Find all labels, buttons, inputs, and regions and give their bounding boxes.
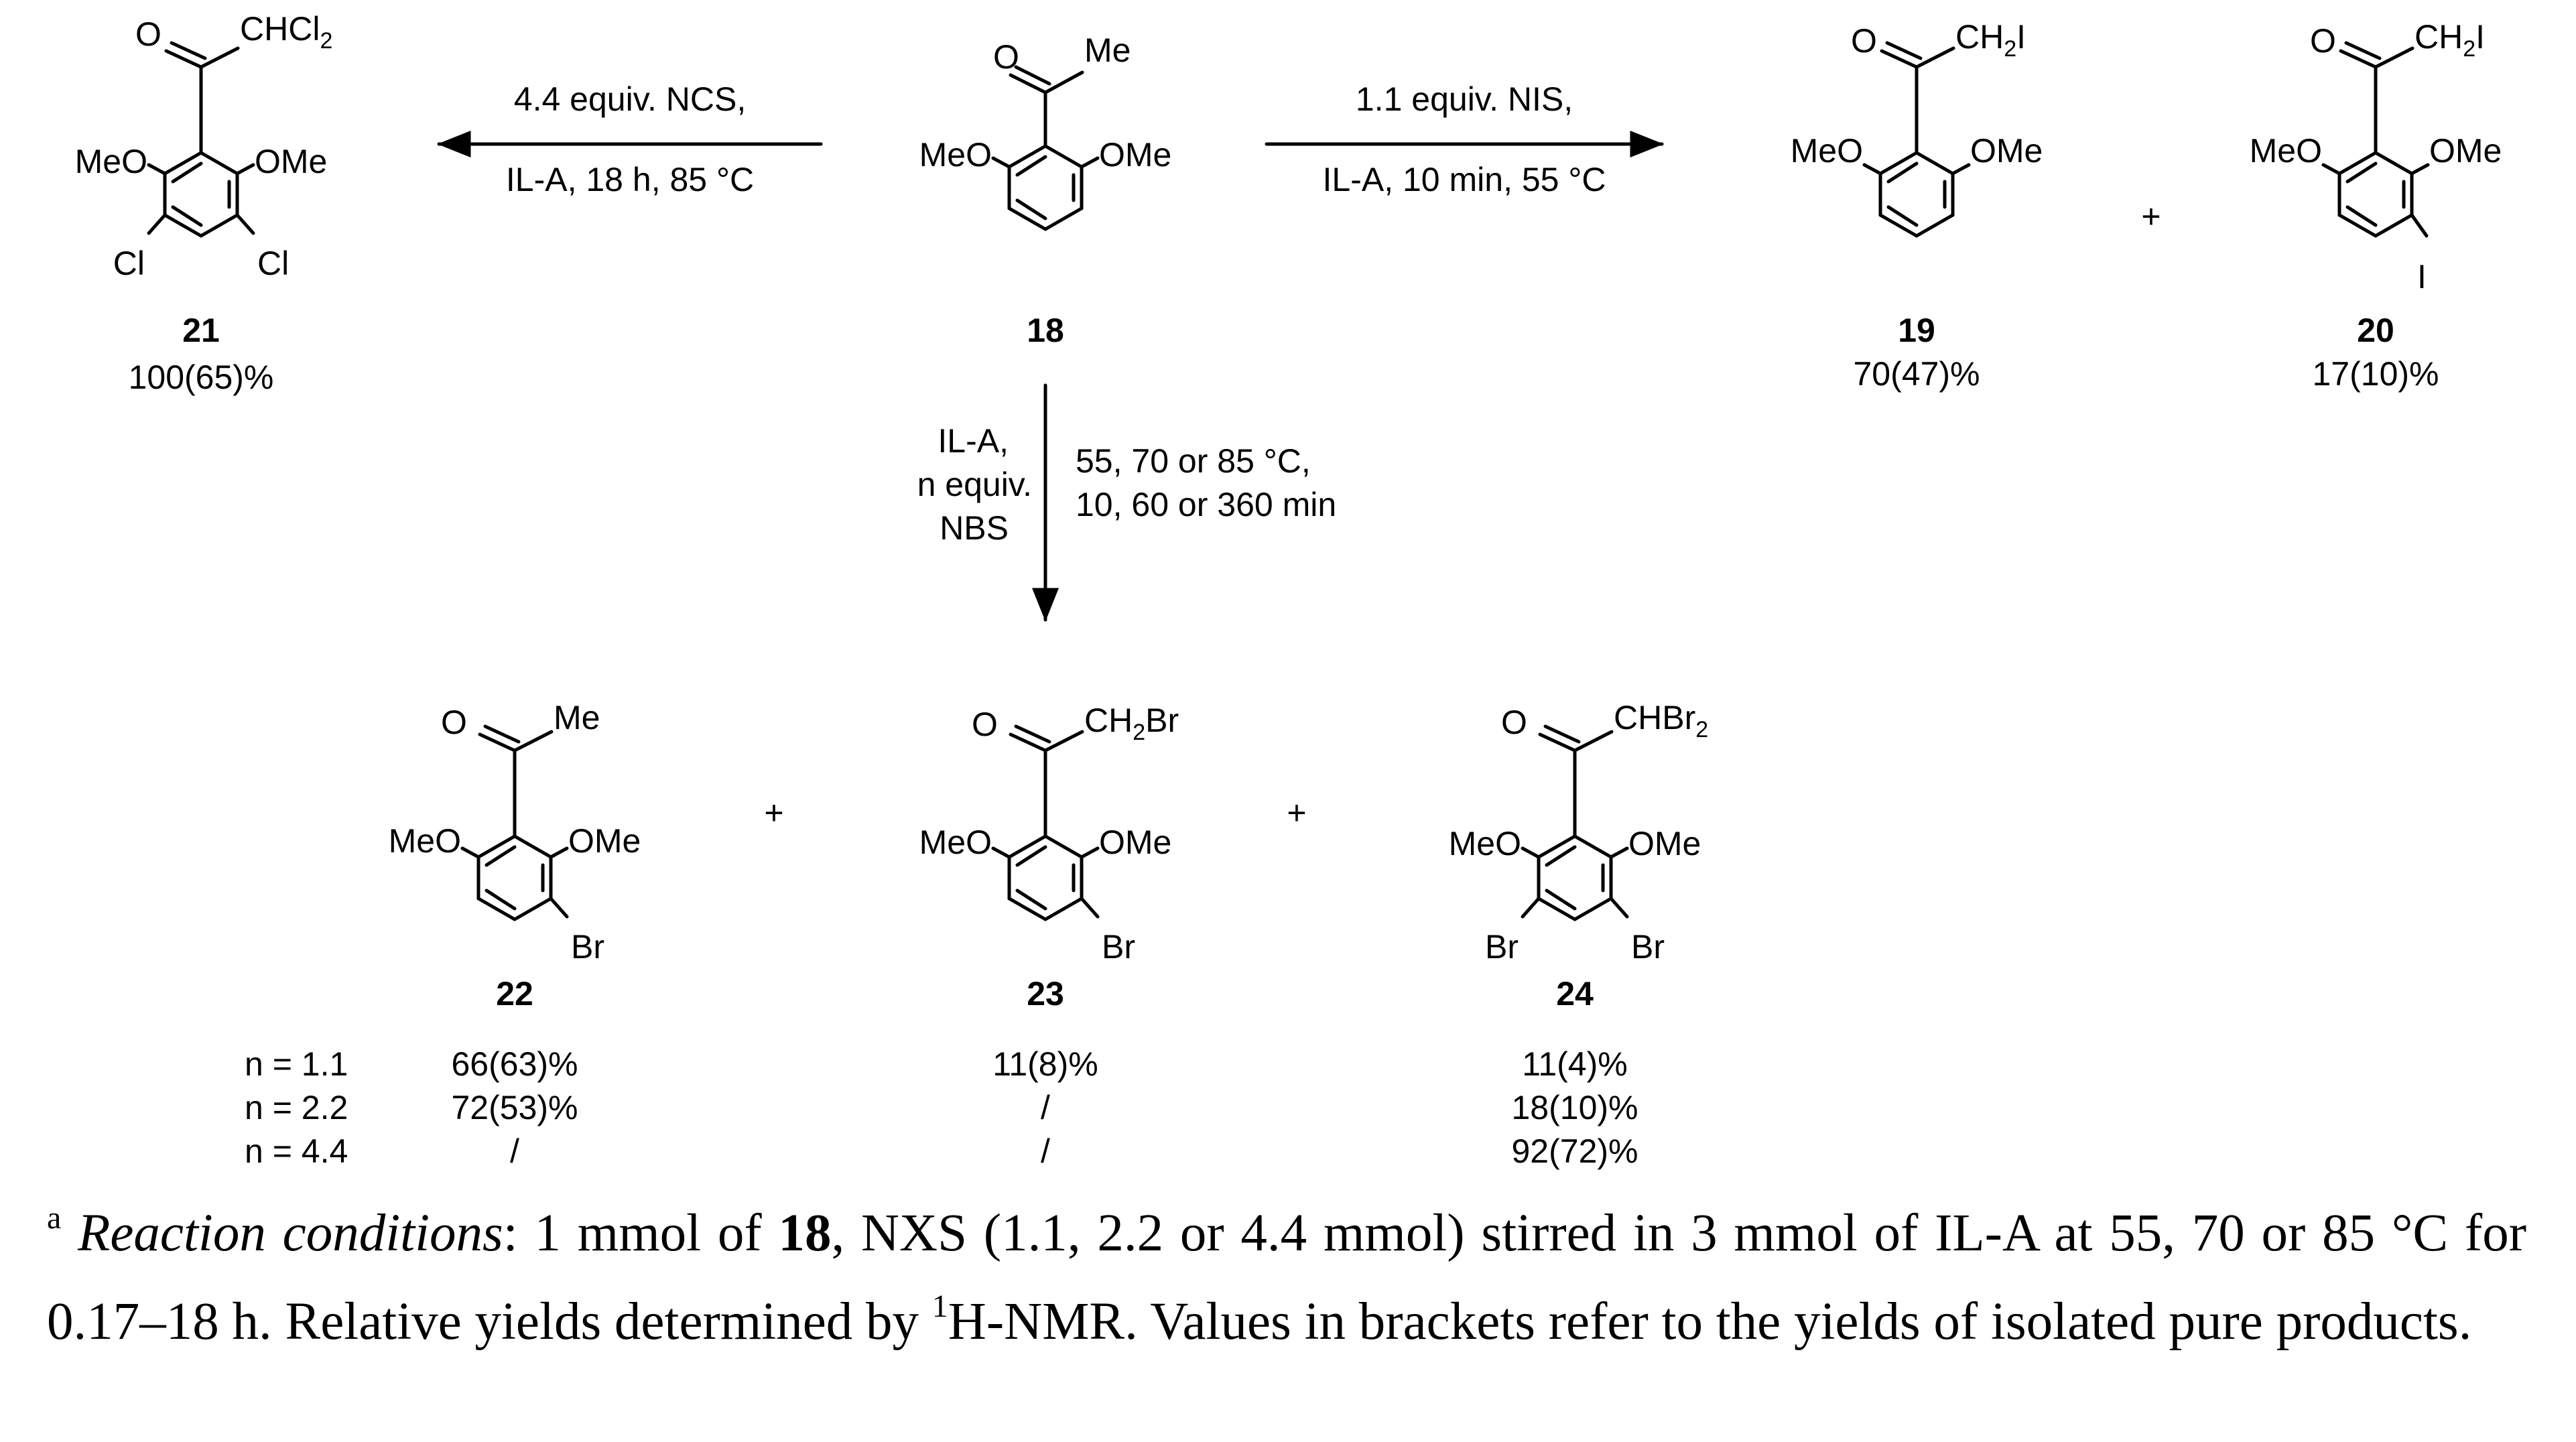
methoxy-right-19: OMe [1970, 132, 2043, 170]
yield-23: / [1041, 1089, 1050, 1126]
footnote-text-1: : 1 mmol of [503, 1204, 779, 1262]
compound-20-structure: O CH2I MeO OMe I 20 17(10)% [2250, 18, 2502, 393]
yield-22: 66(63)% [452, 1045, 578, 1083]
n-value: n = 1.1 [245, 1045, 348, 1083]
plus-sign: + [1287, 794, 1306, 832]
nbs-condition-left-2: n equiv. [917, 466, 1032, 503]
yield-24: 11(4)% [1522, 1045, 1627, 1083]
n-value: n = 4.4 [245, 1132, 348, 1170]
bromomethyl-23: CH2Br [1084, 702, 1179, 745]
dichloromethyl-21: CHCl2 [240, 10, 332, 54]
compound-23-structure: O CH2Br MeO OMe Br 23 [919, 702, 1179, 1012]
carbonyl-oxygen-19: O [1851, 22, 1877, 60]
footnote-text-3: H-NMR. Values in brackets refer to the y… [948, 1293, 2472, 1351]
bromo-left-24: Br [1485, 928, 1519, 966]
iodomethyl-19: CH2I [1955, 18, 2026, 62]
nbs-condition-right-2: 10, 60 or 360 min [1076, 486, 1336, 523]
methoxy-right-22: OMe [568, 822, 641, 860]
table-row: n = 1.1 66(63)% 11(8)% 11(4)% [245, 1045, 1628, 1083]
arrow-to-21: 4.4 equiv. NCS, IL-A, 18 h, 85 °C [437, 80, 823, 198]
compound-22-structure: O Me MeO OMe Br 22 [389, 699, 641, 1012]
compound-21-structure: O CHCl2 MeO OMe Cl Cl 21 100(65)% [75, 10, 333, 396]
methoxy-left-19: MeO [1791, 132, 1863, 170]
iodomethyl-20: CH2I [2414, 18, 2485, 62]
dibromomethyl-24: CHBr2 [1614, 699, 1708, 742]
methoxy-left-20: MeO [2250, 132, 2322, 170]
methoxy-right-21: OMe [255, 143, 327, 180]
yield-24: 18(10)% [1512, 1089, 1638, 1126]
bromo-ring-22: Br [571, 928, 604, 966]
n-value: n = 2.2 [245, 1089, 348, 1126]
conditions-label: Reaction conditions [78, 1204, 503, 1262]
nmr-superscript: 1 [931, 1288, 948, 1324]
carbonyl-oxygen-23: O [972, 706, 998, 743]
compound-number-21: 21 [182, 312, 220, 349]
footnote-marker: a [47, 1199, 62, 1236]
methoxy-right-23: OMe [1099, 824, 1171, 861]
conditions-21-line1: 4.4 equiv. NCS, [514, 80, 746, 118]
yield-table: n = 1.1 66(63)% 11(8)% 11(4)% n = 2.2 72… [245, 1045, 1638, 1170]
carbonyl-oxygen-22: O [441, 704, 467, 741]
nbs-condition-left-3: NBS [940, 509, 1009, 547]
compound-24-structure: O CHBr2 MeO OMe Br Br 24 [1449, 699, 1709, 1012]
plus-sign: + [764, 794, 783, 832]
chloro-right-21: Cl [257, 245, 289, 282]
carbonyl-oxygen-20: O [2310, 22, 2336, 60]
bromo-right-24: Br [1631, 928, 1665, 966]
methoxy-left-21: MeO [75, 143, 147, 180]
carbonyl-oxygen-21: O [135, 15, 162, 53]
conditions-19-line2: IL-A, 10 min, 55 °C [1323, 161, 1606, 198]
arrow-down-nbs: IL-A, n equiv. NBS 55, 70 or 85 °C, 10, … [917, 383, 1336, 622]
conditions-19-line1: 1.1 equiv. NIS, [1356, 80, 1573, 118]
chloro-left-21: Cl [113, 245, 145, 282]
methoxy-left-23: MeO [919, 824, 992, 861]
yield-21: 100(65)% [129, 358, 274, 396]
methoxy-right-24: OMe [1628, 825, 1701, 862]
yield-22: / [510, 1132, 519, 1170]
compound-number-22: 22 [496, 975, 533, 1012]
compound-number-20: 20 [2357, 312, 2394, 349]
methyl-18: Me [1084, 31, 1131, 69]
footnote-text-2: , NXS (1.1, 2.2 or 4.4 mmol) stirred in … [47, 1204, 2527, 1351]
conditions-21-line2: IL-A, 18 h, 85 °C [506, 161, 754, 198]
yield-23: / [1041, 1132, 1050, 1170]
yield-22: 72(53)% [452, 1089, 578, 1126]
methyl-22: Me [554, 699, 600, 736]
compound-number-19: 19 [1898, 312, 1935, 349]
methoxy-right-20: OMe [2429, 132, 2502, 170]
yield-20: 17(10)% [2313, 355, 2439, 393]
table-row: n = 4.4 / / 92(72)% [245, 1132, 1638, 1170]
nbs-condition-left-1: IL-A, [938, 422, 1009, 460]
compound-number-18: 18 [1027, 312, 1064, 349]
carbonyl-oxygen-18: O [993, 38, 1019, 76]
table-row: n = 2.2 72(53)% / 18(10)% [245, 1089, 1638, 1126]
footnote: a Reaction conditions: 1 mmol of 18, NXS… [47, 1189, 2526, 1366]
yield-19: 70(47)% [1854, 355, 1980, 393]
compound-number-23: 23 [1027, 975, 1064, 1012]
compound-reference: 18 [778, 1204, 832, 1262]
nbs-condition-right-1: 55, 70 or 85 °C, [1076, 442, 1311, 480]
iodo-ring-20: I [2417, 258, 2427, 296]
yield-23: 11(8)% [992, 1045, 1098, 1083]
carbonyl-oxygen-24: O [1501, 704, 1527, 741]
methoxy-left-24: MeO [1449, 825, 1521, 862]
compound-number-24: 24 [1556, 975, 1594, 1012]
methoxy-right-18: OMe [1099, 136, 1171, 174]
compound-19-structure: O CH2I MeO OMe 19 70(47)% [1791, 18, 2043, 393]
arrow-to-19-20: 1.1 equiv. NIS, IL-A, 10 min, 55 °C [1265, 80, 1664, 198]
compound-18-structure: O Me MeO OMe 18 [919, 31, 1172, 349]
plus-sign: + [2141, 198, 2161, 235]
methoxy-left-18: MeO [919, 136, 992, 174]
yield-24: 92(72)% [1512, 1132, 1638, 1170]
bromo-ring-23: Br [1102, 928, 1135, 966]
reaction-scheme: O Me MeO OMe 18 O CHCl2 [75, 10, 2502, 1170]
methoxy-left-22: MeO [389, 822, 461, 860]
